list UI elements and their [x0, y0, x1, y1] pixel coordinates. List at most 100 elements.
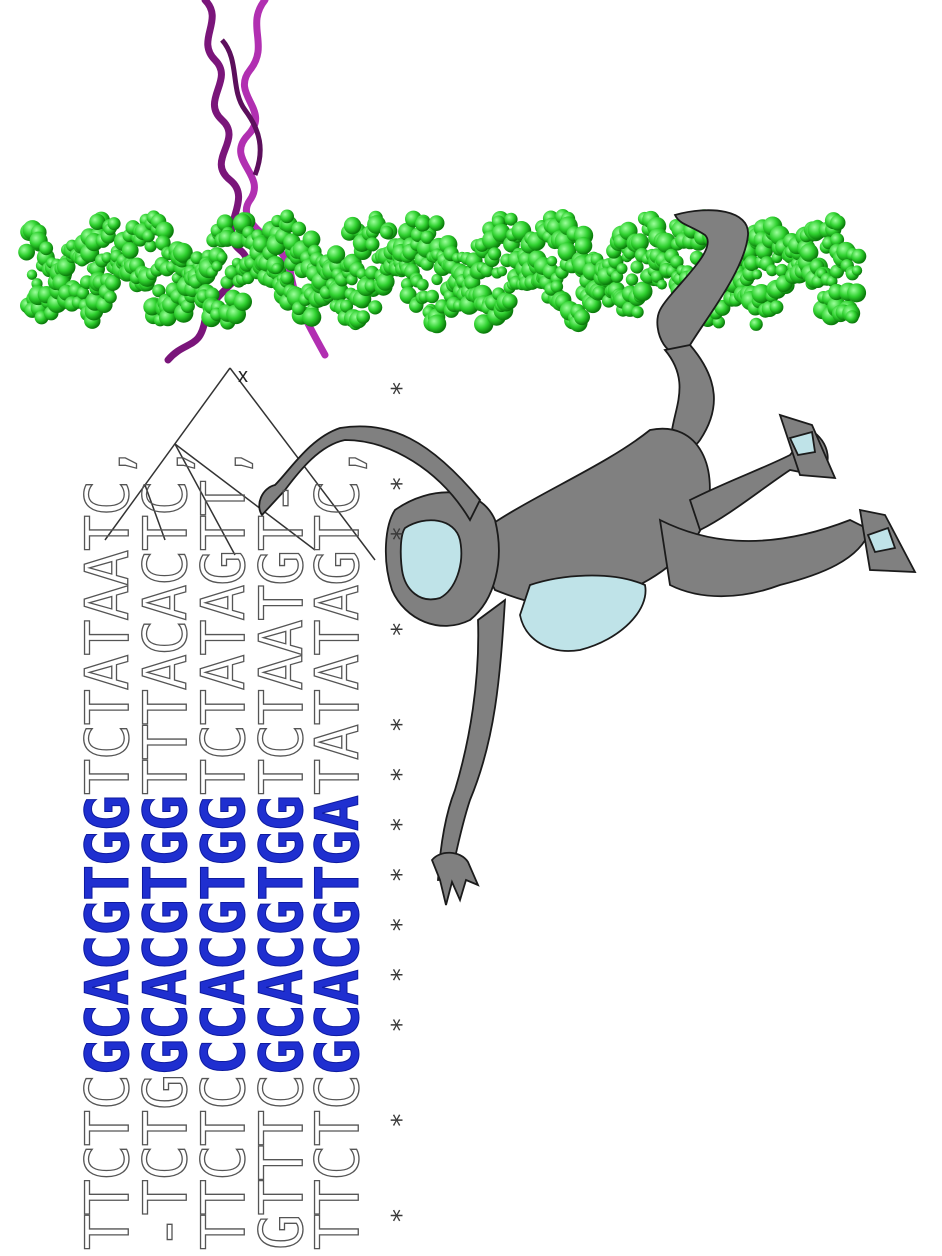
dna-atom — [233, 292, 252, 311]
dna-atom — [775, 263, 789, 278]
dna-atom — [302, 307, 322, 327]
sequence-segment: C — [247, 1074, 317, 1110]
dna-atom — [356, 310, 371, 324]
motif-segment: GCACGTGG — [73, 795, 143, 1075]
dna-atom — [630, 233, 649, 252]
dna-atom — [416, 278, 429, 291]
dna-atom — [343, 216, 362, 235]
dna-atom — [632, 281, 653, 302]
sequence-segment: TTCT — [73, 1110, 143, 1250]
motif-segment: GCACGTGG — [131, 795, 201, 1075]
dna-atom — [546, 255, 558, 267]
dna-atom — [800, 243, 819, 262]
dna-atom — [101, 252, 113, 264]
dna-atom — [488, 247, 502, 261]
dna-atom — [26, 269, 38, 280]
sequence-segment: C — [189, 1074, 259, 1110]
dna-atom — [365, 237, 380, 252]
dna-atom — [749, 317, 763, 331]
dna-atom — [616, 263, 628, 275]
dna-atom — [592, 286, 606, 300]
dna-atom — [379, 225, 394, 239]
dna-atom — [492, 223, 511, 243]
dna-atom — [211, 260, 223, 272]
dna-atom — [769, 300, 784, 314]
dna-atom — [18, 243, 35, 261]
sequence-segment: , — [189, 444, 259, 480]
dna-atom — [830, 232, 845, 247]
dna-atom — [502, 293, 518, 310]
sequence-segment: , — [73, 444, 143, 480]
dna-atom — [427, 314, 447, 334]
sequence-segment: TATATAGTC — [303, 480, 373, 795]
dna-atom — [280, 209, 294, 224]
dna-atom — [625, 273, 639, 286]
dna-atom — [142, 229, 155, 243]
dna-atom — [39, 241, 54, 256]
sequence-segment: C — [73, 1074, 143, 1110]
sequence-segment: TTTACACTC — [131, 480, 201, 795]
sequence-segment: TTCT — [189, 1110, 259, 1250]
dna-atom — [657, 279, 667, 290]
sequence-segment: TCTATAGTT — [189, 480, 259, 795]
sequence-segment: -TCT — [131, 1110, 201, 1250]
dna-atom — [104, 290, 117, 304]
motif-segment: CCACGTGG — [189, 795, 259, 1075]
dna-atom — [291, 221, 307, 237]
dna-atom — [329, 281, 349, 302]
dna-atom — [574, 309, 590, 326]
dna-atom — [327, 245, 346, 264]
dna-atom — [631, 306, 644, 319]
sequence-segment: C — [303, 1074, 373, 1110]
dna-atom — [496, 266, 508, 277]
dna-atom — [121, 242, 139, 259]
dna-atom — [216, 251, 228, 263]
monkey-icon — [258, 209, 917, 906]
alignment-row: TTCTCCCACGTGGTCTATAGTT, — [189, 444, 259, 1250]
dna-atom — [766, 264, 778, 277]
sequence-segment: TTCT — [303, 1110, 373, 1250]
sequence-segment: TCTAATGT- — [247, 480, 317, 795]
dna-atom — [420, 230, 434, 244]
dna-atom — [847, 283, 867, 303]
dna-atom — [155, 221, 174, 240]
dna-helix-icon — [18, 209, 867, 334]
dna-atom — [425, 289, 440, 304]
dna-atom — [751, 269, 763, 280]
dna-atom — [428, 215, 445, 232]
dna-atom — [376, 272, 395, 291]
sequence-segment: , — [131, 444, 201, 480]
dna-atom — [368, 300, 383, 315]
alignment-row: TTCTCGCACGTGGTCTATAATC, — [73, 444, 143, 1250]
dna-atom — [504, 212, 518, 226]
dna-atom — [851, 265, 863, 276]
dna-atom — [76, 286, 90, 300]
sequence-segment: G — [131, 1074, 201, 1110]
dna-atom — [271, 262, 283, 274]
dna-atom — [89, 213, 106, 230]
dna-atom — [830, 215, 846, 231]
dna-atom — [574, 236, 593, 255]
dna-atom — [656, 232, 677, 253]
sequence-segment: TCTATAATC — [73, 480, 143, 795]
sequence-alignment: TTCTCGCACGTGGTCTATAATC,-TCTGGCACGTGGTTTA… — [72, 382, 417, 1251]
dna-atom — [144, 240, 157, 253]
sequence-segment: GTTT — [247, 1110, 317, 1250]
dna-atom — [107, 217, 121, 231]
dna-atom — [845, 310, 859, 324]
dna-atom — [415, 216, 431, 232]
dna-atom — [104, 274, 121, 291]
dna-atom — [302, 230, 321, 249]
dna-atom — [173, 242, 193, 263]
dna-atom — [630, 260, 644, 274]
dna-atom — [431, 273, 443, 286]
alignment-row: -TCTGGCACGTGGTTTACACTC, — [131, 444, 201, 1250]
dna-atom — [339, 299, 354, 313]
motif-segment: GCACGTGG — [247, 795, 317, 1075]
tree-root-label: x — [238, 365, 248, 387]
dna-atom — [280, 271, 294, 285]
dna-atom — [851, 248, 867, 264]
motif-segment: GCACGTGA — [303, 795, 373, 1075]
alignment-row: TTCTCGCACGTGATATATAGTC, — [303, 444, 373, 1250]
